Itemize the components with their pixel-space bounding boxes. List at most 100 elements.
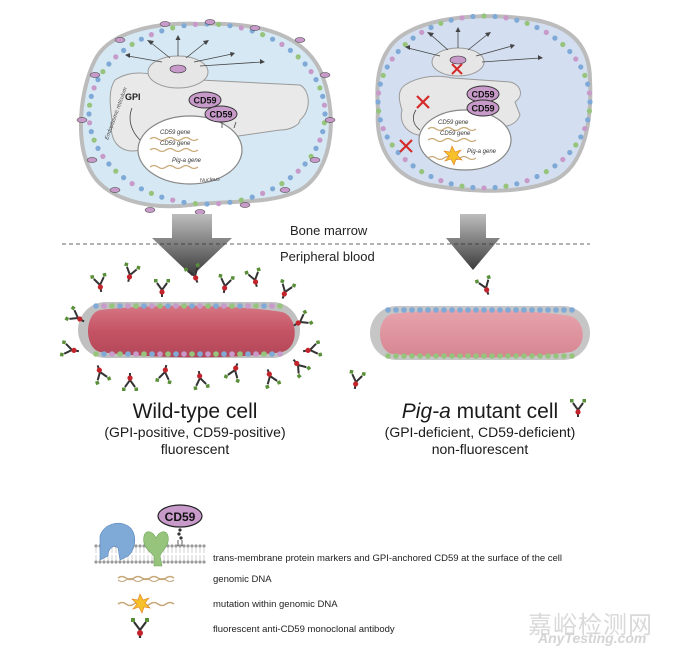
membrane-protein (287, 175, 293, 181)
antibody-icon (292, 358, 312, 379)
membrane-protein (521, 353, 527, 359)
membrane-protein (393, 307, 399, 313)
surface-cd59 (324, 117, 336, 123)
membrane-protein (573, 56, 579, 62)
membrane-protein (106, 61, 112, 67)
surface-cd59 (319, 72, 331, 78)
membrane-protein (279, 41, 285, 48)
membrane-proteins-right (375, 13, 593, 191)
arrow-down-right (446, 214, 500, 270)
membrane-protein (129, 41, 135, 48)
membrane-protein (86, 111, 92, 117)
membrane-protein (402, 156, 408, 163)
bone-marrow-label: Bone marrow (290, 223, 368, 238)
membrane-protein (524, 20, 530, 26)
wild-type-line1: (GPI-positive, CD59-positive) (104, 424, 286, 440)
membrane-protein (93, 303, 99, 309)
legend-mutation-icon (117, 593, 175, 614)
gpi-label: GPI (125, 92, 141, 102)
svg-text:CD59 gene: CD59 gene (440, 131, 471, 137)
membrane-protein (428, 24, 434, 31)
membrane-protein (448, 17, 454, 23)
membrane-protein (197, 351, 203, 357)
membrane-protein (481, 13, 487, 19)
membrane-protein (573, 142, 579, 148)
membrane-protein (269, 351, 275, 357)
membrane-protein (138, 186, 144, 192)
membrane-protein (109, 351, 115, 357)
membrane-protein (260, 190, 266, 196)
membrane-protein (433, 307, 439, 313)
membrane-protein (149, 351, 155, 357)
membrane-protein (88, 93, 94, 99)
cd59-badge-1: CD59 (188, 91, 222, 109)
membrane-protein (552, 163, 558, 169)
membrane-protein (402, 41, 408, 48)
membrane-protein (227, 199, 233, 205)
membrane-protein (529, 353, 535, 359)
svg-text:Pig-a gene: Pig-a gene (467, 149, 497, 155)
antibody-icon (293, 309, 314, 327)
membrane-protein (204, 201, 210, 207)
membrane-protein (189, 351, 195, 357)
membrane-protein (537, 307, 543, 313)
membrane-protein (133, 303, 139, 309)
membrane-protein (113, 168, 119, 174)
membrane-protein (260, 31, 266, 38)
membrane-protein (165, 303, 171, 309)
svg-text:CD59: CD59 (471, 90, 494, 100)
membrane-protein (245, 303, 251, 309)
membrane-protein (425, 353, 431, 359)
membrane-protein (295, 54, 301, 60)
membrane-protein (505, 353, 511, 359)
svg-text:CD59: CD59 (165, 510, 196, 524)
membrane-protein (585, 81, 591, 87)
membrane-protein (534, 173, 540, 180)
membrane-protein (401, 353, 407, 359)
membrane-protein (492, 184, 498, 191)
membrane-protein (287, 47, 293, 54)
membrane-protein (529, 307, 535, 313)
membrane-protein (586, 108, 593, 114)
membrane-protein (159, 194, 165, 200)
antibody-icon (265, 369, 282, 390)
membrane-protein (410, 163, 416, 169)
membrane-protein (157, 351, 163, 357)
mutant-title: Pig-a mutant cell (401, 400, 559, 423)
mutant-line2: non-fluorescent (431, 441, 529, 457)
membrane-protein (238, 25, 244, 31)
blocked-mark-nucleus (399, 139, 413, 153)
membrane-protein (261, 351, 267, 357)
membrane-protein (377, 81, 383, 87)
export-arrows-left (127, 38, 263, 67)
cd59-badge-2: CD59 (204, 105, 238, 123)
cd59-badge-4: CD59 (466, 99, 500, 117)
antibody-icon (64, 305, 85, 323)
membrane-protein (87, 102, 93, 108)
membrane-protein (173, 351, 179, 357)
membrane-protein (148, 31, 154, 38)
membrane-protein (438, 178, 444, 184)
membrane-protein (569, 353, 575, 359)
surface-cd59 (204, 19, 216, 25)
antibody-icon (570, 399, 586, 417)
membrane-protein (213, 303, 219, 309)
membrane-protein (489, 353, 495, 359)
membrane-protein (117, 303, 123, 309)
membrane-protein (129, 181, 135, 187)
antibody-icon (280, 278, 297, 299)
membrane-protein (537, 353, 543, 359)
membrane-protein (489, 307, 495, 313)
membrane-protein (449, 307, 455, 313)
membrane-protein (170, 197, 176, 203)
membrane-protein (553, 307, 559, 313)
membrane-protein (585, 117, 591, 123)
surface-cd59-left (76, 19, 336, 215)
membrane-protein (513, 353, 519, 359)
membrane-protein (578, 64, 584, 70)
svg-text:CD59: CD59 (209, 110, 232, 120)
membrane-protein (457, 307, 463, 313)
membrane-protein (582, 126, 588, 132)
membrane-protein (253, 351, 259, 357)
surface-cd59 (89, 72, 101, 78)
